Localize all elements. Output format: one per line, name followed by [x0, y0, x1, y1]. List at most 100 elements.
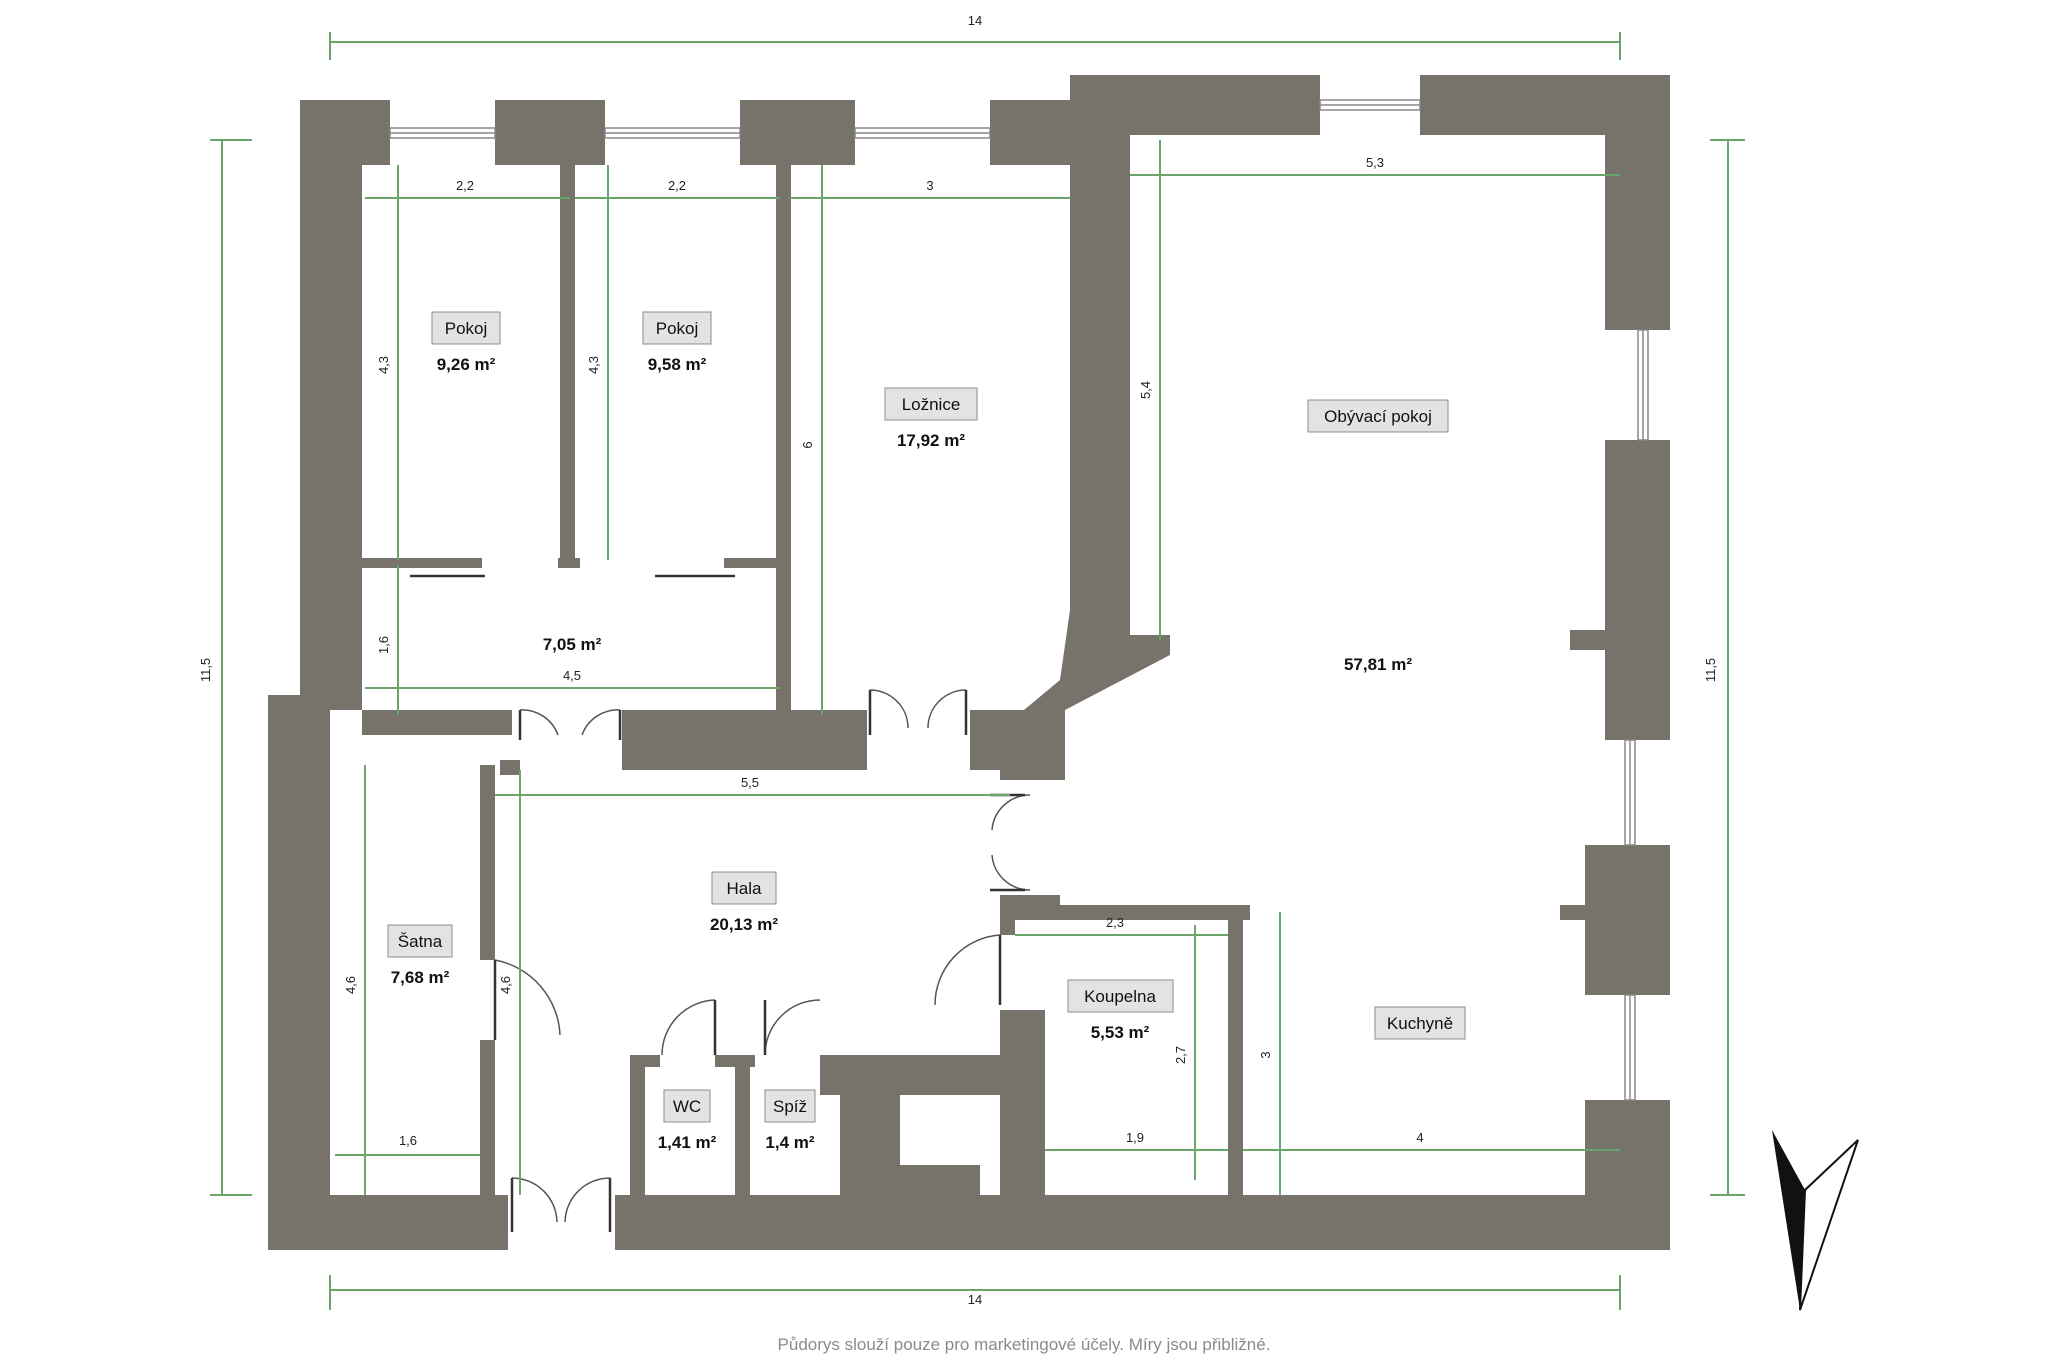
room-name: Pokoj — [656, 319, 699, 338]
wall-left-lower — [268, 695, 330, 1250]
dim-pokoj2-width: 2,2 — [668, 178, 686, 193]
room-area: 7,05 m² — [543, 635, 602, 654]
room-area: 5,53 m² — [1091, 1023, 1150, 1042]
dim-loznice-width: 3 — [926, 178, 933, 193]
wall-left-upper — [300, 100, 362, 710]
windows — [389, 99, 1649, 1101]
wall-corridor-bottom-left — [362, 710, 512, 735]
north-arrow-icon — [1772, 1130, 1859, 1311]
door-wc — [661, 999, 717, 1056]
room-pokoj-1: Pokoj 9,26 m² — [431, 311, 501, 374]
room-area: 9,58 m² — [648, 355, 707, 374]
wall-satna-right-upper — [480, 765, 495, 960]
room-name: Spíž — [773, 1097, 807, 1116]
wall-right-2b — [1570, 630, 1670, 650]
wall-pokoj-loznice-divider — [776, 165, 791, 720]
room-area: 9,26 m² — [437, 355, 496, 374]
wall-koupelna-left — [1000, 895, 1015, 935]
dimension-lines — [210, 32, 1745, 1310]
room-name: Hala — [727, 879, 763, 898]
room-labels: Pokoj 9,26 m² Pokoj 9,58 m² Ložnice 17,9… — [387, 311, 1466, 1152]
window-right-3 — [1624, 994, 1636, 1101]
wall-top-mid1 — [495, 100, 605, 165]
room-hala: Hala 20,13 m² — [710, 871, 778, 934]
dim-obyvaci-width: 5,3 — [1366, 155, 1384, 170]
walls — [268, 75, 1670, 1250]
room-loznice: Ložnice 17,92 m² — [884, 387, 978, 450]
wall-satna-right-lower — [480, 1040, 495, 1195]
wall-wc-spiz-divider — [735, 1055, 750, 1195]
door-hala-living-double — [990, 793, 1031, 892]
window-right-2 — [1624, 739, 1636, 846]
dim-overall-right: 11,5 — [1703, 658, 1718, 682]
room-kuchyne: Kuchyně — [1374, 1006, 1466, 1040]
wall-bottom-step — [895, 1165, 980, 1250]
room-name: WC — [673, 1097, 701, 1116]
door-spiz — [763, 999, 821, 1056]
wall-hala-left-upper — [500, 760, 520, 775]
dim-pokoj1-height: 4,3 — [376, 356, 391, 374]
dim-corridor-width: 4,5 — [563, 668, 581, 683]
window-top-4 — [1319, 99, 1421, 111]
wall-bottom-left — [268, 1195, 508, 1250]
dim-kuchyne-width: 4 — [1416, 1130, 1423, 1145]
room-name: Ložnice — [902, 395, 961, 414]
wall-koupelna-top-b — [1060, 905, 1250, 920]
dim-overall-bottom: 14 — [968, 1292, 982, 1307]
dim-overall-left: 11,5 — [198, 658, 213, 682]
room-satna: Šatna 7,68 m² — [387, 924, 453, 987]
wall-top-right-b — [1070, 75, 1130, 635]
room-name: Koupelna — [1084, 987, 1156, 1006]
room-name: Pokoj — [445, 319, 488, 338]
dim-corridor-height: 1,6 — [376, 636, 391, 654]
wall-corridor-top-right — [724, 558, 776, 568]
wall-wc-left — [630, 1055, 645, 1195]
room-spiz: Spíž 1,4 m² — [764, 1089, 816, 1152]
room-name: Obývací pokoj — [1324, 407, 1432, 426]
room-area: 20,13 m² — [710, 915, 778, 934]
door-satna — [493, 959, 561, 1040]
dim-koupelna-height: 2,7 — [1173, 1046, 1188, 1064]
dim-koupelna-width-bottom: 1,9 — [1126, 1130, 1144, 1145]
wall-wc-top-left — [630, 1055, 660, 1067]
window-top-1 — [389, 127, 496, 139]
room-area: 17,92 m² — [897, 431, 965, 450]
dim-pokoj2-height: 4,3 — [586, 356, 601, 374]
dim-satna-width: 1,6 — [399, 1133, 417, 1148]
door-entrance-double — [510, 1177, 612, 1232]
disclaimer-text: Půdorys slouží pouze pro marketingové úč… — [777, 1335, 1271, 1354]
room-corridor: 7,05 m² — [543, 635, 602, 654]
door-loznice-double — [868, 689, 968, 735]
wall-corridor-top-left — [362, 558, 482, 568]
dim-pokoj1-width: 2,2 — [456, 178, 474, 193]
room-name: Šatna — [398, 932, 443, 951]
dim-satna-height: 4,6 — [343, 976, 358, 994]
wall-bottom-right — [615, 1195, 1670, 1250]
wall-top-mid3 — [990, 100, 1070, 165]
dim-hala-height: 4,6 — [498, 976, 513, 994]
dim-hala-width: 5,5 — [741, 775, 759, 790]
wall-right-1 — [1605, 75, 1670, 330]
window-right-1 — [1637, 329, 1649, 441]
room-wc: WC 1,41 m² — [658, 1089, 717, 1152]
wall-diagonal — [1000, 610, 1170, 780]
wall-wc-top-mid — [715, 1055, 755, 1067]
wall-top-mid2 — [740, 100, 855, 165]
wall-spiz-top-right — [820, 1055, 1000, 1095]
wall-koupelna-right — [1228, 905, 1243, 1195]
wall-corridor-bottom-right — [622, 710, 867, 770]
room-area: 7,68 m² — [391, 968, 450, 987]
door-koupelna — [934, 934, 1002, 1006]
door-corridor-double — [518, 709, 622, 740]
wall-right-2 — [1605, 440, 1670, 740]
dim-loznice-height: 6 — [800, 441, 815, 448]
room-koupelna: Koupelna 5,53 m² — [1067, 979, 1174, 1042]
wall-koupelna-left-lower2 — [1000, 1010, 1035, 1025]
wall-koupelna-left-lower — [1000, 1010, 1045, 1250]
wall-right-3b — [1560, 905, 1610, 920]
dim-koupelna-width-top: 2,3 — [1106, 915, 1124, 930]
room-obyvaci-pokoj: Obývací pokoj 57,81 m² — [1307, 399, 1449, 674]
dim-overall-top: 14 — [968, 13, 982, 28]
room-name: Kuchyně — [1387, 1014, 1453, 1033]
